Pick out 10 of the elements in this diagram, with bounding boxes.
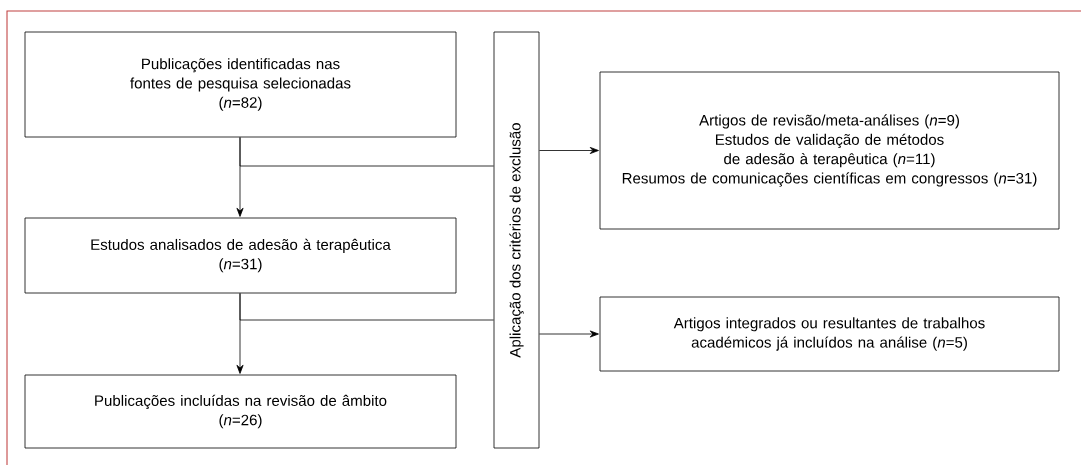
connector-line <box>239 293 494 321</box>
process-box: Artigos integrados ou resultantes de trabalhos académicos já incluídos na análise (n=5) <box>599 296 1060 372</box>
arrow <box>539 330 599 338</box>
process-box: Artigos de revisão/meta-análises (n=9) Estudos de validação de métodos de adesão à terapêutica (n=11) Resumos de comunicações científicas em congressos (n=31) <box>599 71 1060 230</box>
process-box: Estudos analisados de adesão à terapêutica (n=31) <box>24 217 457 294</box>
process-box: Publicações identificadas nas fontes de pesquisa selecionadas (n=82) <box>24 31 457 138</box>
connector-line <box>239 137 494 167</box>
process-box: Publicações incluídas na revisão de âmbito (n=26) <box>24 374 457 449</box>
criteria-box: Aplicação dos critérios de exclusão <box>493 31 540 449</box>
arrow <box>539 147 599 154</box>
